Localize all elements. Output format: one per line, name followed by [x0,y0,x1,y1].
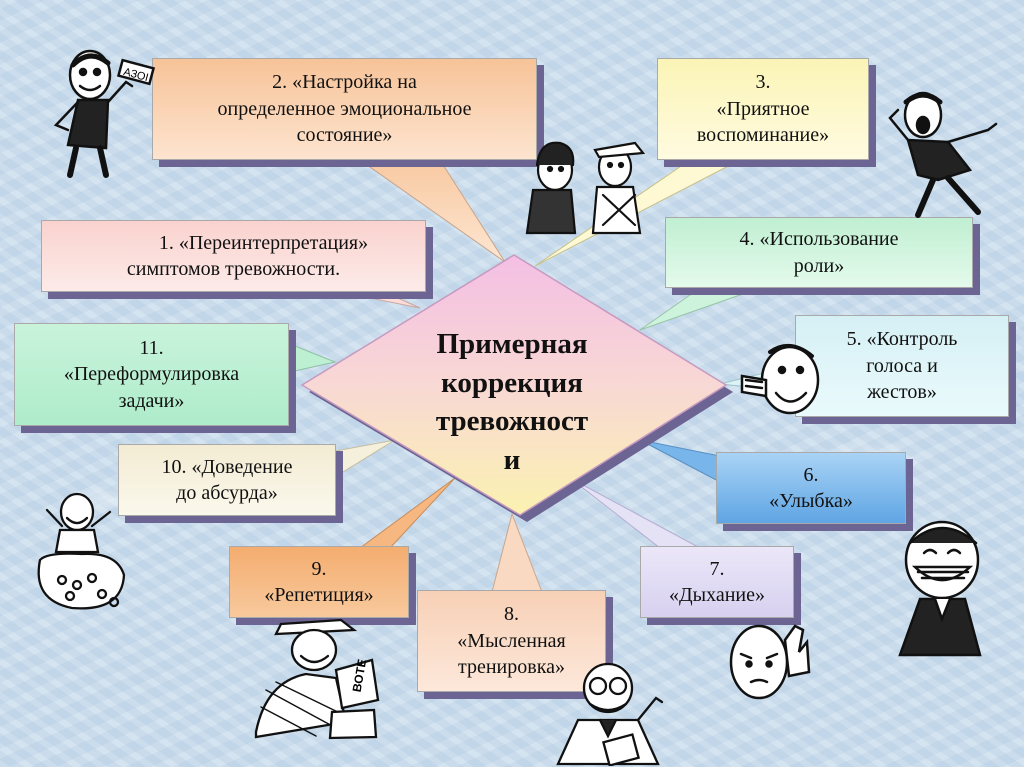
cartoon-face-worried-icon [729,624,811,700]
box-8-line-2: «Мысленная [457,629,566,652]
box-7-line-1: 7. [709,557,725,580]
technique-box-4: 4. «Использование роли» [665,217,973,288]
center-title-line-1: Примерная [436,328,588,360]
pointer-6 [639,439,721,483]
center-title: Примерная коррекция тревожност и [404,325,620,479]
box-2-line-3: состояние» [296,124,393,147]
box-8-line-1: 8. [504,603,519,626]
technique-box-8: 8. «Мысленная тренировка» [417,590,606,692]
technique-box-9: 9. «Репетиция» [229,546,409,618]
center-title-line-3: тревожност [435,405,589,438]
box-11-line-1: 11. [139,336,164,359]
box-10-line-1: 10. «Доведение [161,455,293,478]
box-3-line-1: 3. [755,71,771,94]
vote-sign-text: ВОТЕ [350,658,370,693]
box-6-line-2: «Улыбка» [769,490,853,512]
cartoon-two-women-icon [525,141,646,235]
technique-box-10: 10. «Доведение до абсурда» [118,444,336,516]
box-4-line-1: 4. «Использование [739,228,899,251]
box-4-line-2: роли» [793,254,845,277]
technique-box-7: 7. «Дыхание» [640,546,794,618]
pointer-11 [289,343,337,373]
cartoon-professor-icon [556,662,664,766]
technique-box-11: 11. «Переформулировка задачи» [14,323,289,426]
cartoon-man-shouting-icon [888,91,998,218]
pointer-4 [639,287,761,331]
technique-box-3: 3. «Приятное воспоминание» [657,58,869,160]
cartoon-man-money-bag-icon [37,492,126,610]
box-5-line-2: голоса и [866,354,938,377]
box-2-line-2: определенное эмоциональное [217,97,472,120]
box-9-line-2: «Репетиция» [264,584,374,606]
pointer-2 [358,159,506,263]
technique-box-5: 5. «Контроль голоса и жестов» [795,315,1009,417]
box-5-line-3: жестов» [867,381,937,404]
center-diamond [300,254,728,516]
cartoon-man-voting-icon: ВОТЕ [254,618,380,740]
box-10-line-2: до абсурда» [176,482,278,504]
technique-box-2: 2. «Настройка на определенное эмоциональ… [152,58,537,160]
cartoon-man-waving-icon: АЗОІ [53,49,156,178]
pointer-10 [329,439,396,481]
box-3-line-3: воспоминание» [696,124,830,147]
box-1-line-2: симптомов тревожности. [126,258,341,280]
box-7-line-2: «Дыхание» [669,584,765,606]
box-3-line-2: «Приятное [716,97,810,120]
pointer-9 [358,477,456,549]
box-11-line-2: «Переформулировка [63,363,240,386]
pointer-7 [569,477,701,549]
center-title-line-2: коррекция [441,366,583,399]
technique-box-6: 6. «Улыбка» [716,452,906,524]
box-8-line-3: тренировка» [457,656,565,679]
box-2-line-1: 2. «Настройка на [272,71,417,94]
box-5-line-1: 5. «Контроль [846,328,958,351]
cartoon-face-calling-icon [740,344,820,415]
box-9-line-1: 9. [311,557,327,580]
box-1-line-1: 1. «Переинтерпретация» [158,231,369,254]
pointer-8 [491,512,543,593]
technique-box-1: 1. «Переинтерпретация» симптомов тревожн… [41,220,426,292]
pointer-1 [329,289,421,309]
center-title-line-4: и [503,443,521,476]
box-11-line-3: задачи» [118,389,185,412]
cartoon-man-smiling-icon [898,520,982,657]
box-6-line-1: 6. [803,463,819,486]
